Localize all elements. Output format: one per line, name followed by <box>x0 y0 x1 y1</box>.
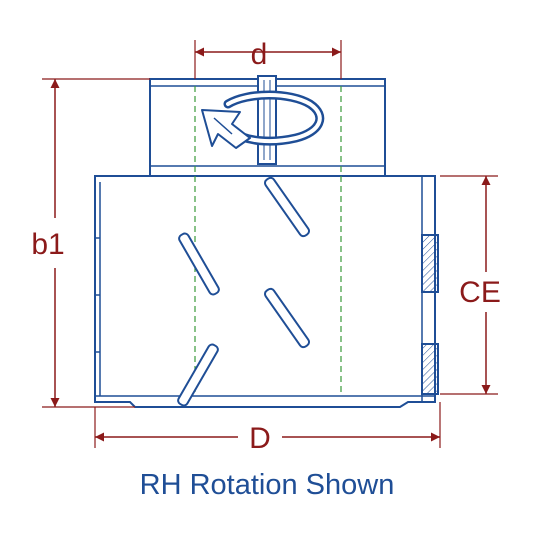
spindle-shaft <box>257 75 277 165</box>
dimension-ce: CE <box>440 175 501 395</box>
dimension-b1: b1 <box>31 78 150 408</box>
rotation-arrow-icon <box>201 90 325 149</box>
cutting-insert-upper <box>421 234 439 293</box>
blade-slot-4 <box>177 343 219 407</box>
dimension-D: D <box>94 402 441 455</box>
blade-slot-1 <box>263 176 311 238</box>
blade-slots <box>177 176 311 407</box>
dimension-label-d: d <box>251 38 268 71</box>
bore-centerlines <box>194 86 342 396</box>
blade-slot-3 <box>263 287 311 349</box>
blade-slot-2 <box>178 232 220 296</box>
dimension-d: d <box>194 38 342 79</box>
dimension-label-ce: CE <box>459 276 501 309</box>
dimension-label-b1: b1 <box>31 228 64 261</box>
cutting-insert-lower <box>421 343 439 395</box>
dimension-label-D: D <box>249 422 271 455</box>
rotation-caption: RH Rotation Shown <box>140 469 395 501</box>
